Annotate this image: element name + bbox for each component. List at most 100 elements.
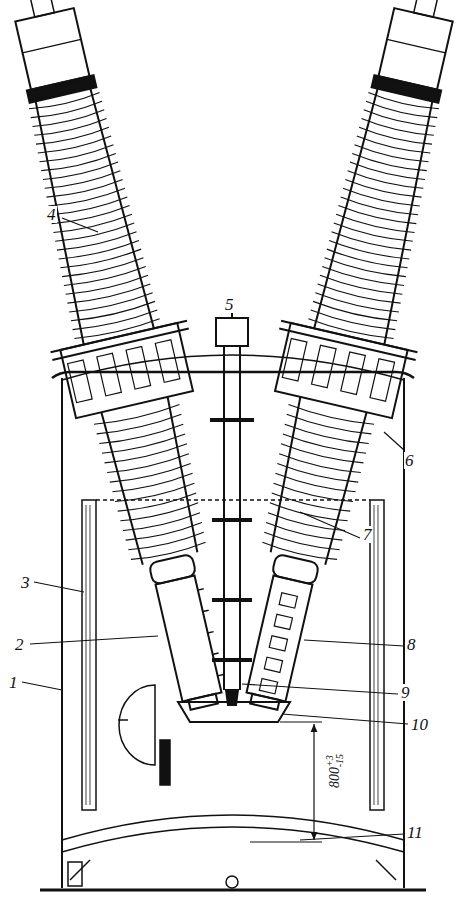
stroke [32, 110, 104, 129]
stroke [265, 397, 367, 566]
stroke [312, 345, 337, 388]
callout-number: 5 [224, 296, 235, 313]
bushing-cap [15, 8, 89, 90]
terminal [30, 0, 54, 17]
callout-number: 6 [404, 452, 415, 469]
contact-housing [247, 576, 313, 702]
stroke [41, 153, 116, 173]
stroke [123, 513, 201, 534]
stroke [68, 360, 93, 403]
stroke [155, 340, 180, 383]
stroke [36, 127, 110, 147]
stroke [94, 404, 180, 427]
dimension-tolerance: +3 [324, 755, 335, 767]
stroke [128, 532, 204, 552]
stroke [262, 542, 337, 562]
stroke [352, 153, 427, 173]
stroke [282, 338, 307, 381]
stroke [277, 463, 359, 485]
stroke [269, 636, 287, 651]
stroke [349, 162, 425, 182]
stroke [271, 493, 350, 514]
stroke [314, 85, 440, 345]
stroke [188, 694, 218, 710]
stroke [370, 359, 395, 402]
stroke [118, 493, 197, 514]
insulating-lining [82, 500, 384, 810]
stroke [110, 463, 192, 485]
traverse [178, 702, 290, 722]
callout-number: 9 [400, 684, 411, 701]
stroke [280, 444, 363, 466]
stroke [250, 694, 280, 710]
stroke [39, 145, 114, 165]
callout-number: 4 [46, 206, 57, 223]
stroke [203, 610, 209, 611]
stroke [97, 414, 182, 437]
stroke [107, 454, 189, 476]
dimension-label: 800+3-15 [325, 752, 345, 790]
stroke [282, 434, 366, 456]
stroke [22, 39, 80, 52]
stroke [286, 414, 371, 437]
stroke [358, 127, 432, 147]
stroke [361, 119, 434, 139]
callout-number: 1 [8, 674, 19, 691]
callout-number: 10 [410, 716, 429, 733]
dimension-value: 800 [327, 767, 342, 788]
drive-rod [210, 298, 254, 705]
contact-housing [156, 576, 222, 702]
stroke [288, 404, 374, 427]
stroke [126, 347, 151, 390]
stroke [363, 110, 435, 129]
stroke [38, 136, 112, 156]
stroke [273, 483, 353, 504]
stroke [112, 473, 193, 494]
stroke [31, 101, 103, 120]
callout-number: 7 [362, 526, 373, 543]
stroke [105, 444, 188, 466]
callout-number: 3 [20, 574, 31, 591]
dimension-lines [250, 722, 322, 842]
stroke [284, 424, 369, 446]
dimension-tolerance: -15 [334, 754, 345, 767]
flange [60, 323, 193, 418]
stroke [213, 653, 219, 654]
stroke [274, 614, 292, 629]
stroke [131, 542, 206, 562]
stroke [279, 593, 297, 608]
stroke [267, 513, 345, 534]
stroke [43, 162, 119, 182]
stroke [27, 85, 153, 345]
leader-lines [22, 218, 408, 840]
stroke [365, 101, 437, 120]
stroke [269, 503, 347, 524]
stroke [354, 145, 429, 165]
stroke [272, 554, 320, 585]
stroke [208, 632, 214, 633]
stroke [198, 589, 204, 590]
bushing [196, 0, 464, 722]
stroke [264, 532, 340, 552]
stroke [278, 454, 360, 476]
transformer [118, 685, 170, 785]
stroke [101, 397, 203, 566]
stroke [99, 424, 184, 446]
stroke [97, 353, 122, 396]
terminal [414, 0, 438, 17]
stroke [356, 136, 430, 156]
stroke [341, 352, 366, 395]
stroke [275, 473, 356, 494]
stroke [264, 657, 282, 672]
bushing-cap [378, 8, 452, 90]
stroke [120, 503, 198, 524]
tank [40, 355, 426, 890]
stroke [115, 483, 195, 504]
stroke [34, 119, 107, 139]
callout-number: 2 [14, 636, 25, 653]
stroke [102, 434, 186, 456]
bushing [0, 0, 272, 722]
stroke [149, 554, 197, 585]
